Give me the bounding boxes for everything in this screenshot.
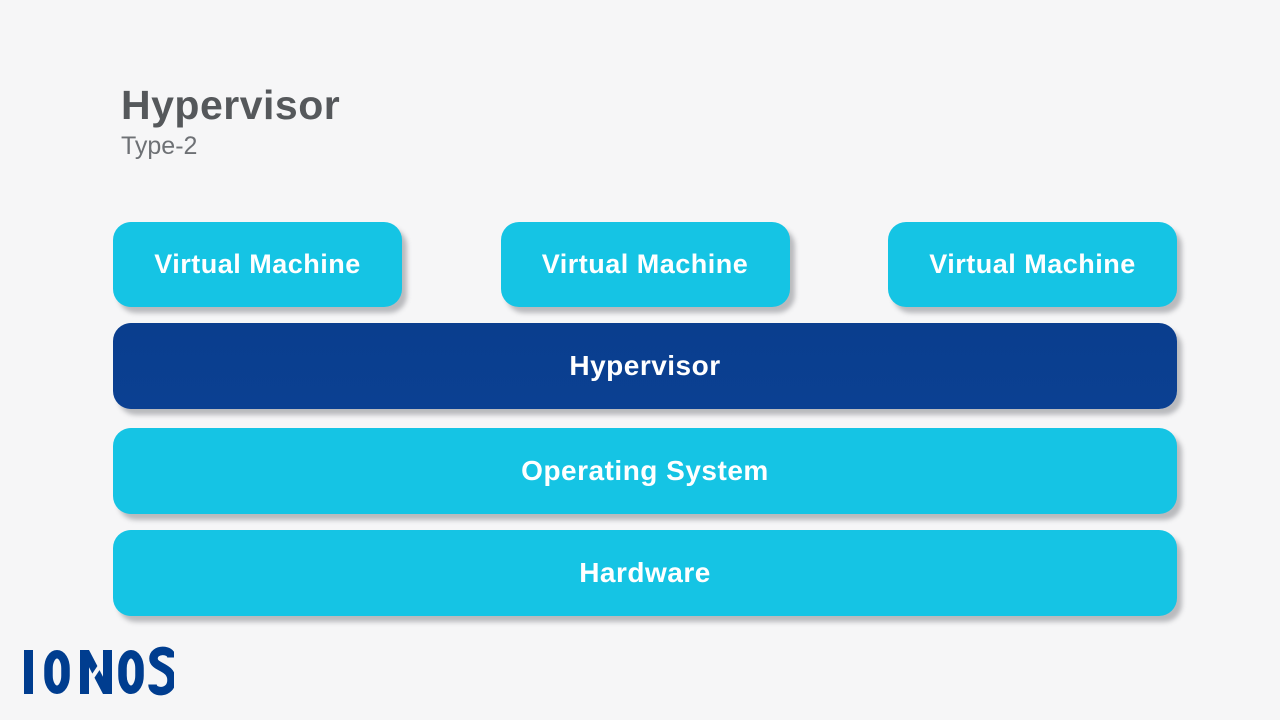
ionos-letter-o2 [118, 650, 144, 694]
virtual-machine-row: Virtual Machine Virtual Machine Virtual … [113, 222, 1177, 307]
hypervisor-layer-box: Hypervisor [113, 323, 1177, 409]
page-title: Hypervisor [121, 82, 341, 128]
hardware-layer-box: Hardware [113, 530, 1177, 616]
ionos-letter-n-gap [89, 665, 102, 680]
ionos-letter-i [24, 650, 33, 694]
virtual-machine-box-3: Virtual Machine [888, 222, 1177, 307]
operating-system-layer-box: Operating System [113, 428, 1177, 514]
virtual-machine-box-2: Virtual Machine [500, 222, 790, 307]
ionos-letter-s [148, 646, 174, 696]
ionos-logo [24, 646, 174, 696]
ionos-letter-n-right [103, 650, 112, 694]
ionos-letter-n-left [80, 650, 89, 694]
ionos-letter-o1 [44, 650, 70, 694]
page-subtitle: Type-2 [121, 132, 198, 160]
virtual-machine-box-1: Virtual Machine [113, 222, 402, 307]
